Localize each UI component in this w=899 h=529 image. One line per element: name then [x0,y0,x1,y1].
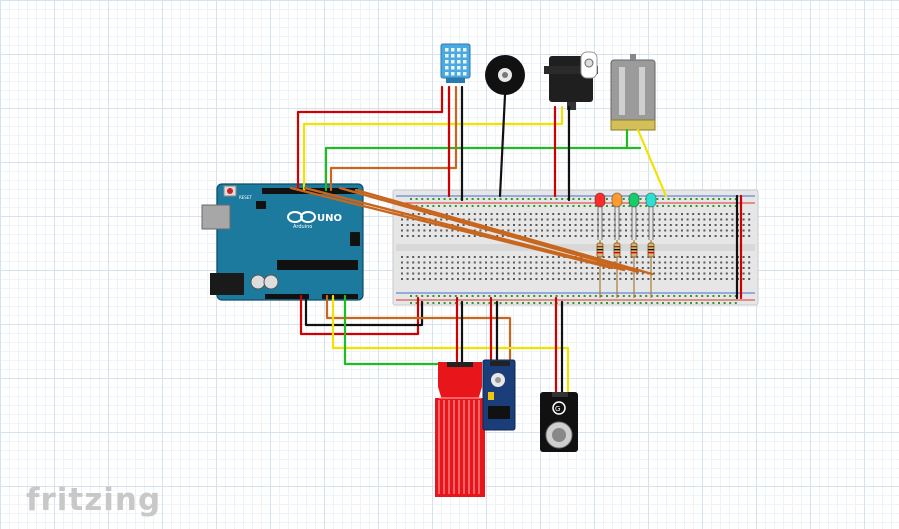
wire-orange-led-4[interactable] [354,188,654,276]
wire-red-dht[interactable] [296,85,444,192]
wire-black-bottom[interactable] [304,294,424,327]
breadboard-holes [401,198,751,304]
sound-sensor-module[interactable]: G [540,392,578,452]
capacitor-1 [250,274,266,290]
fritzing-logo: fritzing [26,482,162,518]
power-jack [210,273,244,295]
led-array [594,192,657,298]
digital-header [262,188,358,194]
wire-green-motor[interactable] [324,128,629,192]
water-level-sensor[interactable] [435,362,485,497]
led-green[interactable] [628,192,640,298]
wire-yellow-servo[interactable] [302,105,564,192]
wire-red-bottom[interactable] [299,294,420,336]
wire-yellow-motor[interactable] [636,128,668,198]
wire-orange-led-1[interactable] [289,186,614,270]
resistor [647,240,655,298]
servo-motor[interactable] [544,51,598,110]
reset-button-cap[interactable] [227,188,233,194]
atmega-chip [277,260,358,270]
sound-sensor-label: G [555,405,560,413]
capacitor-2 [263,274,279,290]
resistor [596,240,604,298]
led-cyan[interactable] [645,192,657,298]
resistor [613,240,621,298]
board-brand-label: Arduino [293,224,312,230]
wire-orange-water[interactable] [325,294,512,364]
buzzer[interactable] [485,55,525,95]
arduino-infinity-logo [287,211,316,223]
arduino-uno[interactable]: RESET UNO Arduino [201,183,364,301]
power-header [265,294,309,299]
breadboard[interactable] [392,189,759,306]
wire-orange-dht[interactable] [329,85,458,192]
wire-black-buzzer[interactable] [498,93,507,198]
resistor [630,240,638,298]
usb-port [201,204,231,230]
dc-motor[interactable] [610,54,656,131]
dht-sensor[interactable] [440,43,471,83]
board-model-label: UNO [317,213,342,224]
wire-orange-led-2[interactable] [303,186,626,272]
wire-yellow-sound[interactable] [331,294,570,397]
led-red[interactable] [594,192,606,298]
wire-green-water[interactable] [343,294,470,366]
ir-sensor-module[interactable] [482,359,516,431]
led-orange[interactable] [611,192,623,298]
wire-layer [289,85,743,397]
analog-header [322,294,358,299]
wire-orange-led-3[interactable] [338,186,640,274]
reset-label: RESET [239,195,252,200]
